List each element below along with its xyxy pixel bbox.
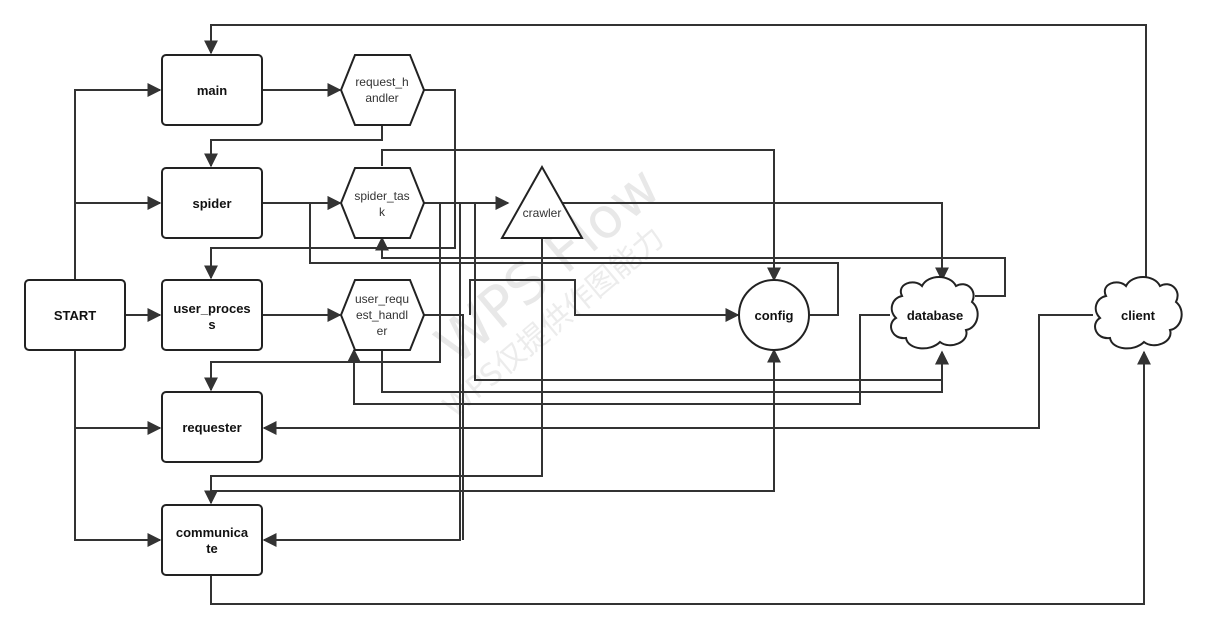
node-user-request-handler-label-2: est_handl <box>356 308 408 322</box>
nodes: START main spider user_proces s requeste… <box>24 54 1183 576</box>
edge-start-communicate <box>74 428 162 547</box>
edge-user-request-handler-communicate <box>424 314 464 540</box>
node-spider-task-label-1: spider_tas <box>354 189 409 203</box>
edge-config-spider-task <box>309 196 839 316</box>
edge-client-main <box>204 24 1147 282</box>
node-user-process: user_proces s <box>161 279 263 351</box>
node-client: client <box>1094 276 1183 350</box>
edge-request-handler-user-process <box>204 89 456 280</box>
node-config: config <box>738 279 810 351</box>
node-user-request-handler-label-1: user_requ <box>355 292 409 306</box>
node-spider-task: spider_tas k <box>339 167 426 239</box>
edge-database-user-request-handler <box>347 314 890 405</box>
edge-communicate-client <box>210 350 1151 605</box>
edge-start-requester <box>74 350 162 435</box>
edge-spider-task-config <box>381 149 781 282</box>
node-spider: spider <box>161 167 263 239</box>
edge-user-request-handler-database <box>381 350 949 393</box>
node-requester-label: requester <box>182 420 241 435</box>
node-config-label: config <box>755 308 794 323</box>
node-crawler-label: crawler <box>523 206 562 220</box>
node-main: main <box>161 54 263 126</box>
edge-communicate-config <box>211 348 781 492</box>
edge-crawler-communicate <box>204 238 543 505</box>
node-spider-label: spider <box>192 196 231 211</box>
node-communicate: communica te <box>161 504 263 576</box>
node-user-request-handler: user_requ est_handl er <box>339 279 426 351</box>
edge-spider-task-requester <box>204 203 441 392</box>
node-communicate-label-1: communica <box>176 525 249 540</box>
node-start-label: START <box>54 308 96 323</box>
edge-start-main <box>74 83 162 280</box>
edge-crawler-database <box>548 202 949 282</box>
node-user-process-label-1: user_proces <box>173 301 250 316</box>
node-database-label: database <box>907 308 963 323</box>
node-database: database <box>890 276 979 350</box>
node-main-label: main <box>197 83 227 98</box>
node-client-label: client <box>1121 308 1156 323</box>
node-communicate-label-2: te <box>206 541 218 556</box>
node-spider-task-label-2: k <box>379 205 386 219</box>
edge-client-requester <box>262 314 1093 435</box>
edge-start-config <box>469 279 740 322</box>
node-requester: requester <box>161 391 263 463</box>
node-start: START <box>24 279 126 351</box>
node-user-request-handler-label-3: er <box>377 324 388 338</box>
edge-request-handler-spider <box>204 126 383 168</box>
node-user-process-label-2: s <box>208 317 215 332</box>
node-request-handler-label-1: request_h <box>355 75 408 89</box>
edge-database-spider-task <box>375 236 1006 297</box>
edge-spider-task-communicate <box>262 203 461 547</box>
node-request-handler-label-2: andler <box>365 91 398 105</box>
node-request-handler: request_h andler <box>339 54 426 126</box>
node-crawler: crawler <box>500 164 584 239</box>
edges <box>74 24 1151 605</box>
